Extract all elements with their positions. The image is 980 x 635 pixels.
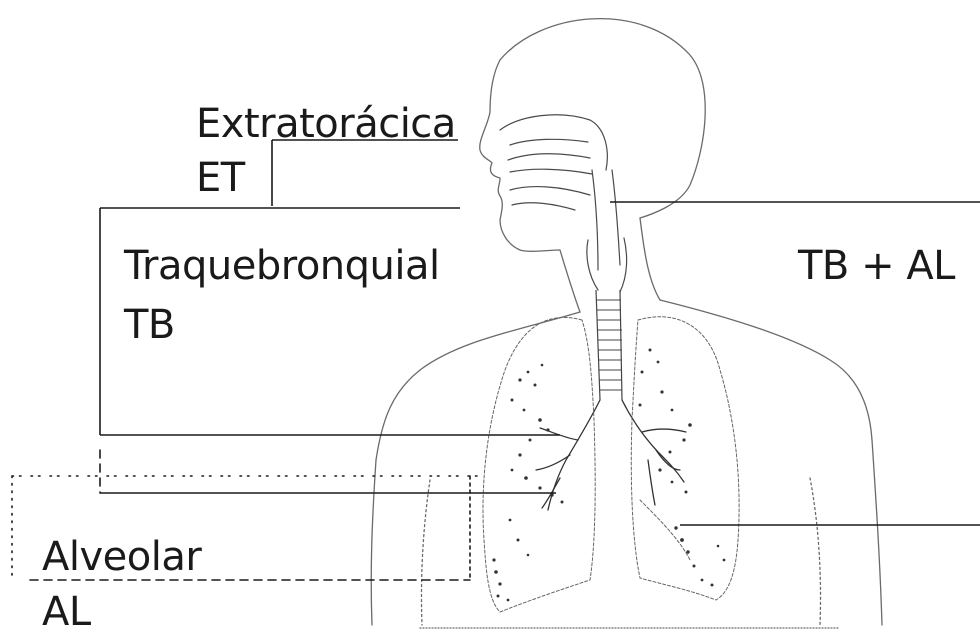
label-extratoracica: Extratorácica (196, 104, 456, 144)
lungs (483, 317, 739, 612)
bronchi (536, 400, 686, 510)
trachea (596, 290, 622, 400)
upper-airway (500, 115, 627, 292)
label-al: AL (42, 592, 91, 632)
alveoli-dots (492, 349, 725, 602)
label-alveolar: Alveolar (42, 537, 201, 577)
label-traquebronquial: Traquebronquial (124, 246, 440, 286)
label-tb: TB (124, 305, 175, 345)
label-et: ET (196, 158, 245, 198)
label-tb-al: TB + AL (798, 246, 955, 286)
